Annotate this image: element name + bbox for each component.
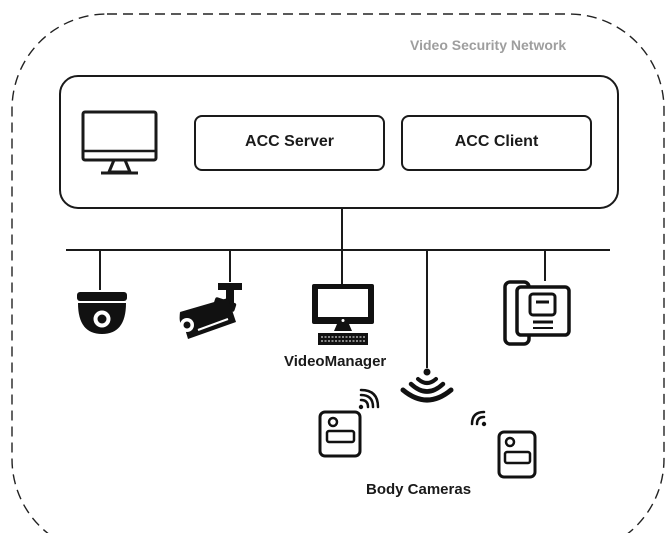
dome-camera-icon [77,292,127,334]
acc-client-label: ACC Client [454,133,539,150]
monitor-icon [81,110,158,175]
body-camera-icon [470,410,537,479]
bullet-camera-icon [179,283,242,339]
system-box [59,75,619,209]
network-boundary [11,13,665,533]
body-cameras-label: Body Cameras [366,481,472,498]
acc-server-label: ACC Server [245,133,334,150]
acc-server-box [194,115,385,171]
video-manager-label: VideoManager [284,353,387,370]
access-control-reader-icon [503,280,571,346]
desktop-computer-icon [312,284,374,345]
wireless-signal-icon [400,368,454,403]
network-title: Video Security Network [410,37,567,53]
acc-client-box [401,115,592,171]
body-camera-icon [318,388,380,458]
